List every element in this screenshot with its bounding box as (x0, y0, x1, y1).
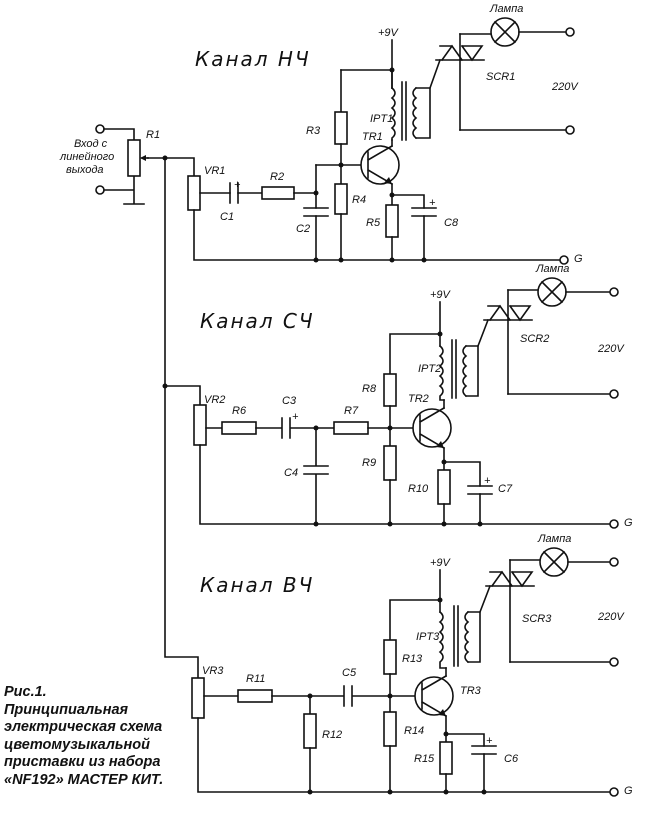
caption-line-4: цветомузыкальной (4, 736, 151, 753)
svg-text:220V: 220V (551, 81, 579, 93)
resistor-r14 (383, 711, 397, 747)
figure-caption: Рис.1. Принципиальная электрическая схем… (4, 684, 204, 789)
svg-text:VR2: VR2 (204, 394, 225, 406)
input-section: Вход с линейного выхода R1 (59, 124, 201, 679)
caption-line-6: «NF192» МАСТЕР КИТ. (4, 771, 164, 788)
resistor-r4 (334, 183, 348, 215)
resistor-r6 (221, 421, 257, 435)
resistor-r8 (383, 373, 397, 407)
svg-text:TR3: TR3 (460, 685, 482, 697)
resistor-r9 (383, 445, 397, 481)
svg-text:TR1: TR1 (362, 131, 383, 143)
resistor-r10 (437, 469, 451, 505)
svg-text:R12: R12 (322, 729, 342, 741)
svg-text:G: G (574, 253, 583, 265)
svg-text:C2: C2 (296, 223, 310, 235)
svg-text:+: + (429, 197, 436, 209)
svg-text:R11: R11 (246, 673, 265, 685)
svg-text:C1: C1 (220, 211, 234, 223)
svg-text:C6: C6 (504, 753, 519, 765)
svg-text:Лампа: Лампа (489, 3, 523, 15)
channel-mid-title: Канал СЧ (200, 309, 315, 333)
resistor-r3 (334, 111, 348, 145)
svg-text:IPT3: IPT3 (416, 631, 440, 643)
svg-text:VR3: VR3 (202, 665, 224, 677)
svg-text:R13: R13 (402, 653, 423, 665)
svg-text:Лампа: Лампа (535, 263, 569, 275)
resistor-r13 (383, 639, 397, 675)
svg-text:G: G (624, 517, 633, 529)
resistor-r5 (385, 204, 399, 238)
potentiometer-vr2 (193, 404, 207, 446)
svg-text:SCR3: SCR3 (522, 613, 552, 625)
input-label-line3: выхода (66, 164, 104, 176)
transistor-tr3 (414, 676, 454, 716)
svg-text:C8: C8 (444, 217, 459, 229)
channel-high: Канал ВЧ VR3 R11 C5 R12 R13 R14 TR3 R15 (191, 533, 633, 797)
resistor-r11 (237, 689, 273, 703)
svg-text:R10: R10 (408, 483, 429, 495)
svg-text:220V: 220V (597, 343, 625, 355)
svg-text:SCR1: SCR1 (486, 71, 515, 83)
svg-text:+: + (484, 475, 491, 487)
svg-text:SCR2: SCR2 (520, 333, 549, 345)
svg-text:R8: R8 (362, 383, 377, 395)
resistor-r15 (439, 741, 453, 775)
svg-text:R5: R5 (366, 217, 381, 229)
svg-text:R15: R15 (414, 753, 435, 765)
svg-text:C3: C3 (282, 395, 297, 407)
resistor-r7 (333, 421, 369, 435)
svg-text:C7: C7 (498, 483, 513, 495)
svg-text:+9V: +9V (430, 289, 452, 301)
svg-text:R4: R4 (352, 194, 366, 206)
svg-text:G: G (624, 785, 633, 797)
caption-line-5: приставки из набора (4, 754, 161, 770)
potentiometer-r1 (127, 139, 141, 177)
transistor-tr2 (412, 408, 452, 448)
svg-text:R7: R7 (344, 405, 359, 417)
svg-text:+9V: +9V (430, 557, 452, 569)
label-r1: R1 (146, 129, 160, 141)
svg-text:R9: R9 (362, 457, 376, 469)
channel-low: Канал НЧ VR1 + C1 R2 C2 R3 R4 TR1 (187, 3, 583, 265)
svg-text:R6: R6 (232, 405, 247, 417)
channel-high-title: Канал ВЧ (200, 573, 314, 597)
input-label-line2: линейного (59, 151, 114, 163)
svg-text:220V: 220V (597, 611, 625, 623)
input-terminal-bottom (95, 185, 105, 195)
svg-text:C5: C5 (342, 667, 357, 679)
input-label-line1: Вход с (74, 138, 108, 150)
resistor-r2 (261, 186, 295, 200)
input-terminal-top (95, 124, 105, 134)
svg-text:+: + (292, 411, 299, 423)
svg-text:R2: R2 (270, 171, 284, 183)
svg-text:+: + (234, 179, 241, 191)
caption-line-3: электрическая схема (4, 719, 163, 735)
svg-text:+: + (486, 735, 493, 747)
potentiometer-vr1 (187, 175, 201, 211)
caption-line-1: Рис.1. (4, 684, 47, 700)
svg-text:C4: C4 (284, 467, 298, 479)
svg-text:+9V: +9V (378, 27, 400, 39)
svg-text:R3: R3 (306, 125, 321, 137)
transistor-tr1 (360, 145, 400, 185)
svg-text:R14: R14 (404, 725, 424, 737)
svg-text:IPT1: IPT1 (370, 113, 393, 125)
svg-text:TR2: TR2 (408, 393, 429, 405)
caption-line-2: Принципиальная (4, 701, 129, 718)
svg-text:IPT2: IPT2 (418, 363, 441, 375)
svg-text:Лампа: Лампа (537, 533, 571, 545)
channel-mid: Канал СЧ VR2 R6 + C3 C4 R7 R8 R9 TR2 (193, 263, 633, 529)
resistor-r12 (303, 713, 317, 749)
channel-low-title: Канал НЧ (195, 47, 311, 71)
svg-text:VR1: VR1 (204, 165, 225, 177)
